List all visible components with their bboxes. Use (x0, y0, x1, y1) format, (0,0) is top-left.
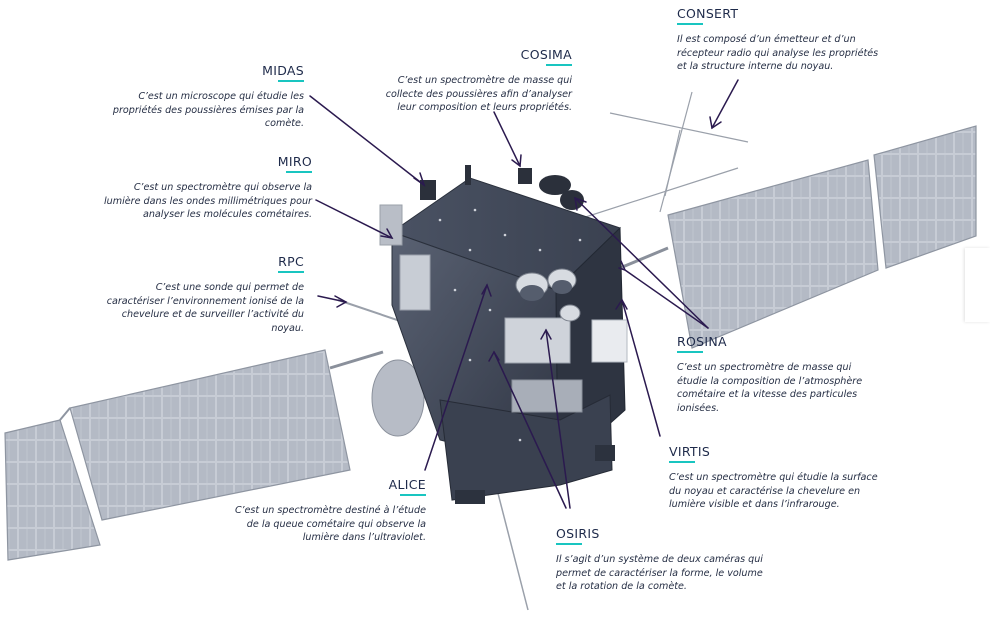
consert-antenna (569, 91, 749, 223)
instrument-title-miro: MIRO (278, 154, 313, 173)
leader-line-alice (424, 284, 488, 471)
annotation-midas: MIDAS C’est un microscope qui étudie les… (100, 60, 304, 131)
instrument-desc-miro: C’est un spectromètre qui observe la lum… (104, 182, 312, 221)
instrument-desc-consert: Il est composé d’un émetteur et d’un réc… (677, 34, 879, 73)
leader-line-consert (711, 79, 739, 129)
spacecraft-body (371, 165, 628, 504)
leader-line-virtis (621, 299, 661, 437)
leader-line-cosima (493, 111, 521, 167)
leader-arrowheads (334, 116, 722, 362)
annotation-rpc: RPC C’est une sonde qui permet de caract… (100, 251, 304, 335)
leader-line-osiris-1 (493, 351, 567, 509)
leader-line-rosina-1 (574, 197, 709, 329)
leader-lines (309, 79, 739, 509)
annotation-alice: ALICE C’est un spectromètre destiné à l’… (222, 474, 427, 545)
instrument-title-alice: ALICE (389, 477, 427, 496)
instrument-desc-midas: C’est un microscope qui étudie les propr… (112, 91, 304, 130)
leader-line-midas (309, 95, 425, 186)
side-tab[interactable] (965, 248, 990, 322)
right-solar-array (619, 125, 977, 349)
leader-line-rosina-2 (624, 269, 709, 329)
instrument-title-midas: MIDAS (262, 63, 304, 82)
instrument-title-rpc: RPC (278, 254, 304, 273)
instrument-desc-rpc: C’est une sonde qui permet de caractéris… (106, 282, 304, 334)
instrument-title-virtis: VIRTIS (669, 444, 710, 463)
annotation-cosima: COSIMA C’est un spectromètre de masse qu… (372, 44, 573, 115)
annotation-miro: MIRO C’est un spectromètre qui observe l… (100, 151, 313, 222)
instrument-title-osiris: OSIRIS (556, 526, 600, 545)
instrument-desc-virtis: C’est un spectromètre qui étudie la surf… (669, 472, 878, 511)
instrument-desc-cosima: C’est un spectromètre de masse qui colle… (385, 75, 572, 114)
left-solar-array (4, 349, 384, 561)
annotation-rosina: ROSINA C’est un spectromètre de masse qu… (677, 331, 882, 415)
instrument-title-cosima: COSIMA (521, 47, 573, 66)
instrument-title-consert: CONSERT (677, 6, 738, 25)
annotation-osiris: OSIRIS Il s’agit d’un système de deux ca… (556, 523, 766, 594)
leader-line-miro (315, 199, 393, 239)
instrument-desc-rosina: C’est un spectromètre de masse qui étudi… (677, 362, 863, 414)
annotation-consert: CONSERT Il est composé d’un émetteur et … (677, 3, 882, 74)
leader-line-rpc (317, 295, 347, 303)
annotation-virtis: VIRTIS C’est un spectromètre qui étudie … (669, 441, 881, 512)
instrument-desc-osiris: Il s’agit d’un système de deux caméras q… (556, 554, 763, 593)
instrument-desc-alice: C’est un spectromètre destiné à l’étude … (234, 505, 426, 544)
leader-line-osiris-2 (545, 329, 571, 509)
instrument-title-rosina: ROSINA (677, 334, 727, 353)
